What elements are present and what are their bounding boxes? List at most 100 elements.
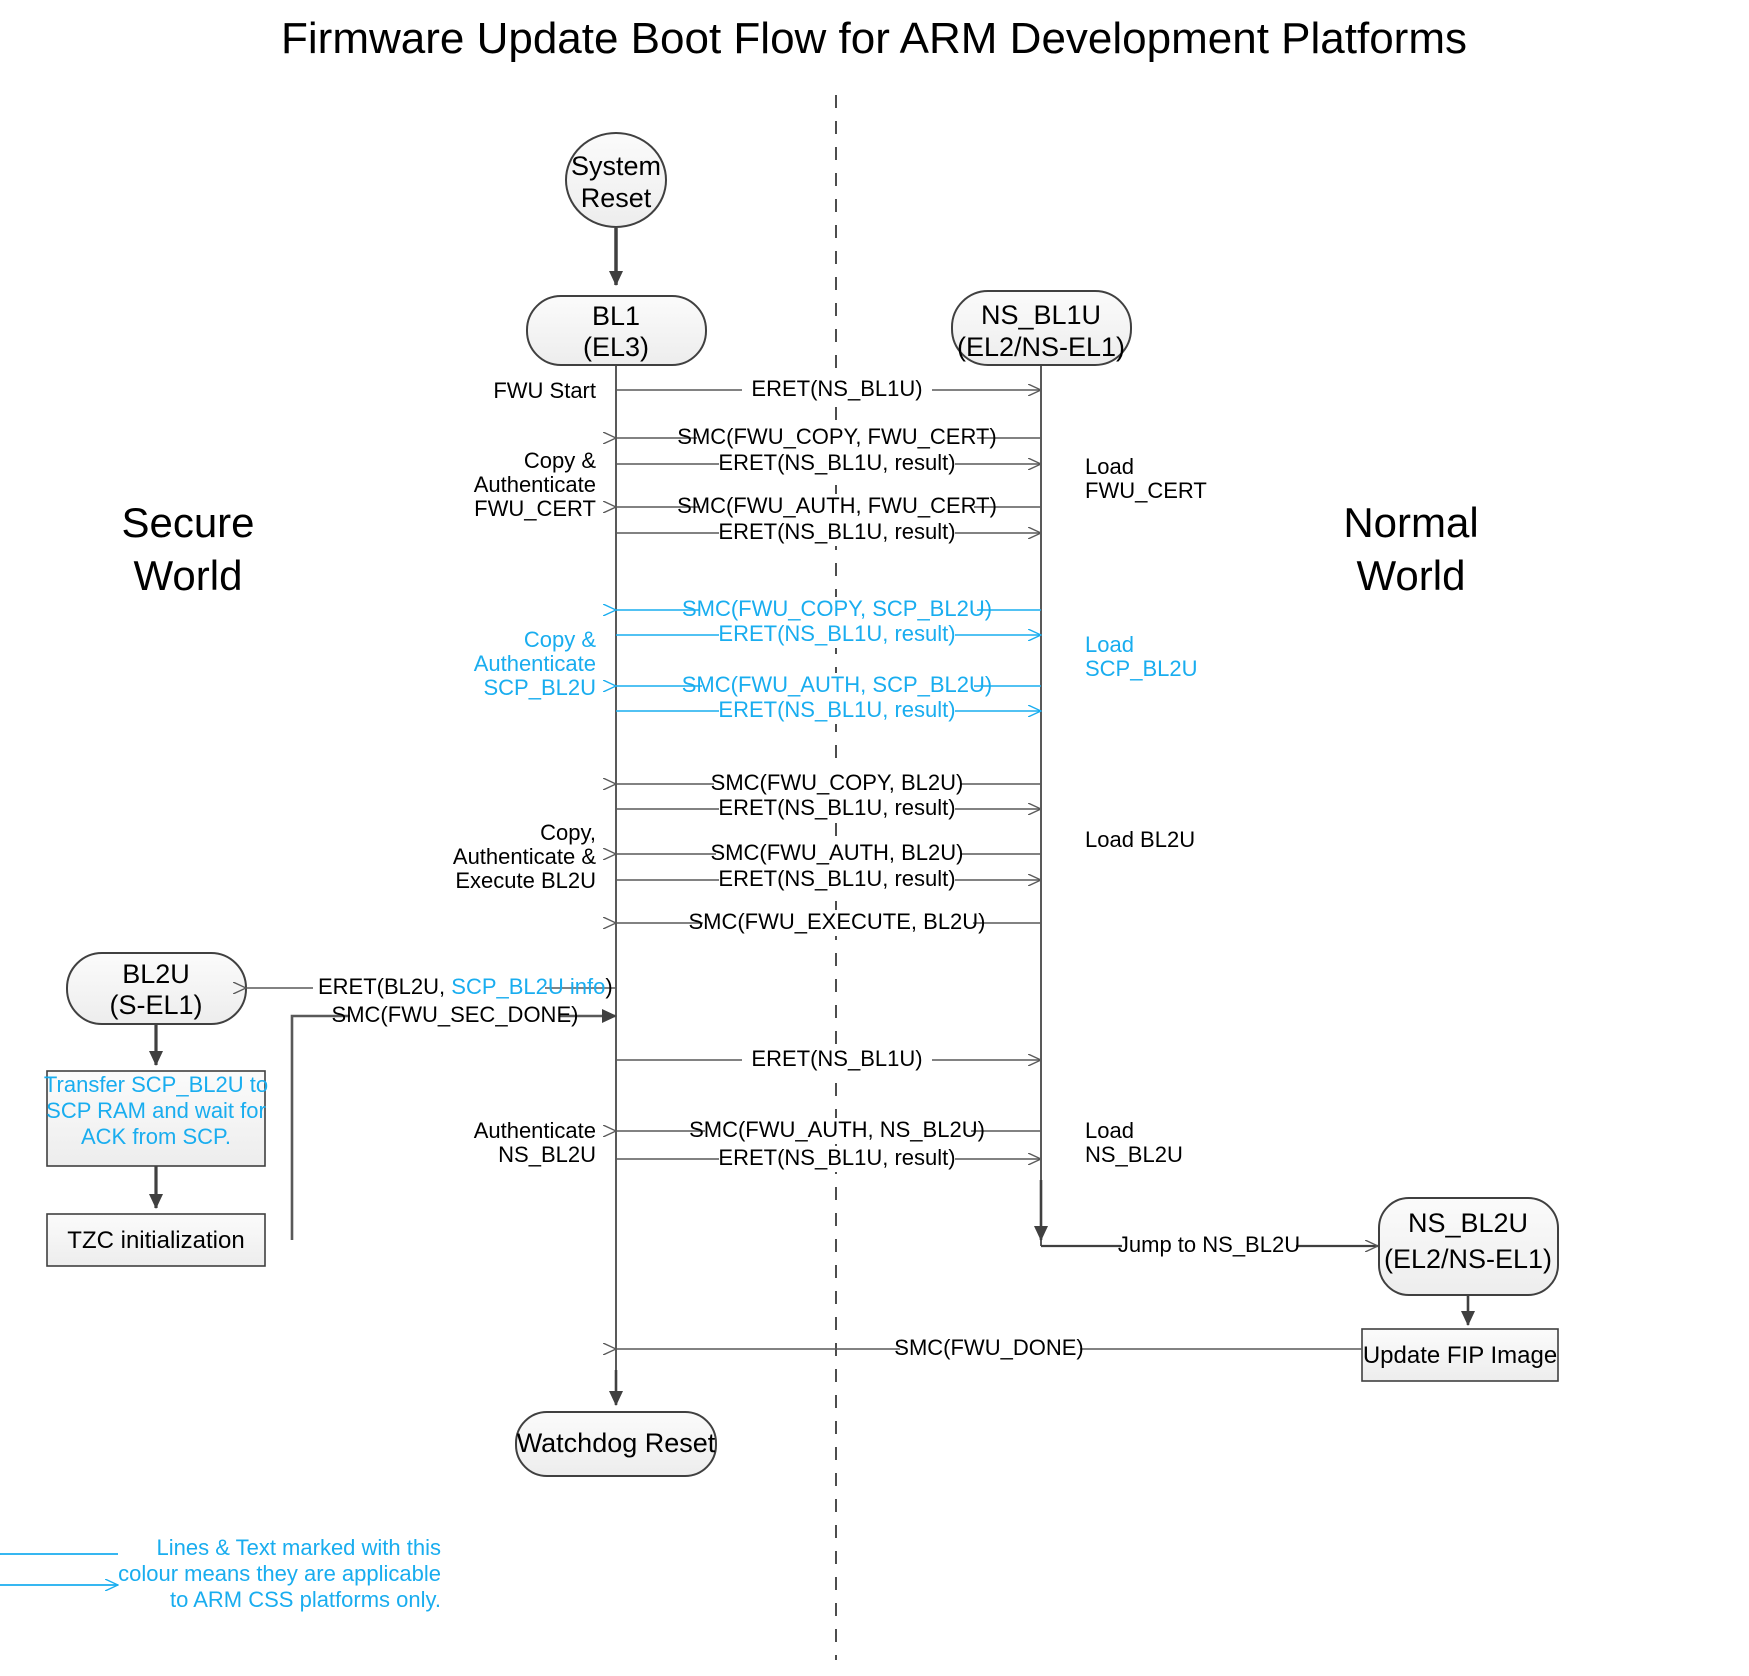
svg-text:to ARM CSS platforms only.: to ARM CSS platforms only. (170, 1587, 441, 1612)
legend-text: Lines & Text marked with this colour mea… (118, 1535, 441, 1612)
message-eret-bl2u: ERET(BL2U, SCP_BL2U info) (246, 974, 616, 1001)
node-bl1 (526, 295, 707, 366)
svg-text:Load: Load (1085, 632, 1134, 657)
svg-text:ERET(NS_BL1U): ERET(NS_BL1U) (751, 376, 922, 401)
svg-text:Load BL2U: Load BL2U (1085, 827, 1195, 852)
side-label-s2: Copy & Authenticate FWU_CERT (474, 448, 597, 521)
node-bl1-line1: BL1 (592, 301, 640, 331)
svg-text:SMC(FWU_COPY, BL2U): SMC(FWU_COPY, BL2U) (711, 770, 964, 795)
message-m6: SMC(FWU_COPY, SCP_BL2U) (616, 596, 1041, 623)
node-system-reset (565, 132, 667, 228)
box-transfer-scp-bl2u (46, 1070, 266, 1167)
legend-arrows (0, 1554, 118, 1585)
message-m1: ERET(NS_BL1U) (616, 376, 1041, 403)
transfer-box-line1: Transfer SCP_BL2U to (44, 1072, 268, 1097)
svg-text:ERET(NS_BL1U, result): ERET(NS_BL1U, result) (718, 450, 955, 475)
message-m10: SMC(FWU_COPY, BL2U) (616, 770, 1041, 797)
svg-text:SMC(FWU_AUTH, SCP_BL2U): SMC(FWU_AUTH, SCP_BL2U) (682, 672, 992, 697)
message-m15: ERET(NS_BL1U) (616, 1046, 1041, 1073)
message-m7: ERET(NS_BL1U, result) (616, 621, 1041, 648)
svg-text:ERET(NS_BL1U, result): ERET(NS_BL1U, result) (718, 866, 955, 891)
message-m8: SMC(FWU_AUTH, SCP_BL2U) (616, 672, 1041, 699)
side-label-r2: Load SCP_BL2U (1085, 632, 1198, 681)
svg-text:Secure: Secure (121, 499, 254, 546)
box-tzc-initialization (46, 1213, 266, 1267)
side-label-r3: Load BL2U (1085, 827, 1195, 852)
eret-bl2u-prefix: ERET(BL2U, (318, 974, 451, 999)
node-ns-bl1u-line2: (EL2/NS-EL1) (957, 332, 1125, 362)
message-m2: SMC(FWU_COPY, FWU_CERT) (616, 424, 1041, 451)
svg-text:SCP_BL2U: SCP_BL2U (483, 675, 596, 700)
svg-text:SMC(FWU_AUTH, FWU_CERT): SMC(FWU_AUTH, FWU_CERT) (677, 493, 997, 518)
svg-text:Lines & Text marked with this: Lines & Text marked with this (157, 1535, 442, 1560)
svg-text:Copy,: Copy, (540, 820, 596, 845)
svg-text:ERET(BL2U, SCP_BL2U info): ERET(BL2U, SCP_BL2U info) (318, 974, 613, 999)
svg-text:Authenticate &: Authenticate & (453, 844, 596, 869)
node-watchdog-reset-label: Watchdog Reset (517, 1428, 716, 1458)
update-fip-box-label: Update FIP Image (1363, 1342, 1557, 1369)
node-system-reset-line2: Reset (581, 183, 652, 213)
node-bl2u-line2: (S-EL1) (109, 990, 202, 1020)
secure-world-label: Secure World (121, 499, 254, 599)
message-m5: ERET(NS_BL1U, result) (616, 519, 1041, 546)
svg-text:Authenticate: Authenticate (474, 472, 596, 497)
svg-text:FWU_CERT: FWU_CERT (474, 496, 596, 521)
svg-text:Normal: Normal (1343, 499, 1478, 546)
node-bl2u-line1: BL2U (122, 959, 190, 989)
node-ns-bl2u-line1: NS_BL2U (1408, 1208, 1528, 1238)
side-label-s1: FWU Start (493, 378, 596, 403)
svg-text:ERET(NS_BL1U, result): ERET(NS_BL1U, result) (718, 697, 955, 722)
transfer-box-line3: ACK from SCP. (81, 1124, 231, 1149)
message-m14: SMC(FWU_EXECUTE, BL2U) (616, 909, 1041, 936)
svg-text:SMC(FWU_EXECUTE, BL2U): SMC(FWU_EXECUTE, BL2U) (688, 909, 985, 934)
svg-text:Authenticate: Authenticate (474, 651, 596, 676)
svg-text:FWU Start: FWU Start (493, 378, 596, 403)
node-ns-bl1u (951, 290, 1132, 366)
node-ns-bl2u-line2: (EL2/NS-EL1) (1384, 1244, 1552, 1274)
normal-world-label: Normal World (1343, 499, 1478, 599)
svg-text:Authenticate: Authenticate (474, 1118, 596, 1143)
svg-text:FWU_CERT: FWU_CERT (1085, 478, 1207, 503)
svg-text:Copy &: Copy & (524, 448, 596, 473)
node-bl1-line2: (EL3) (583, 332, 649, 362)
svg-text:ERET(NS_BL1U, result): ERET(NS_BL1U, result) (718, 1145, 955, 1170)
message-m3: ERET(NS_BL1U, result) (616, 450, 1041, 477)
svg-text:SMC(FWU_AUTH, BL2U): SMC(FWU_AUTH, BL2U) (710, 840, 963, 865)
svg-text:Jump to NS_BL2U: Jump to NS_BL2U (1118, 1232, 1300, 1257)
svg-text:ERET(NS_BL1U, result): ERET(NS_BL1U, result) (718, 795, 955, 820)
message-m12: SMC(FWU_AUTH, BL2U) (616, 840, 1041, 867)
message-smc-fwu-sec-done: SMC(FWU_SEC_DONE) (290, 1002, 617, 1240)
svg-text:NS_BL2U: NS_BL2U (498, 1142, 596, 1167)
eret-bl2u-css-part: SCP_BL2U info (451, 974, 605, 999)
message-jump-to-ns-bl2u: Jump to NS_BL2U (1041, 1232, 1378, 1259)
svg-text:Copy &: Copy & (524, 627, 596, 652)
svg-text:colour means they are applicab: colour means they are applicable (118, 1561, 441, 1586)
side-label-s5: Authenticate NS_BL2U (474, 1118, 596, 1167)
transfer-box-line2: SCP RAM and wait for (46, 1098, 266, 1123)
svg-text:SMC(FWU_SEC_DONE): SMC(FWU_SEC_DONE) (332, 1002, 579, 1027)
node-system-reset-line1: System (571, 151, 661, 181)
message-m16: SMC(FWU_AUTH, NS_BL2U) (616, 1117, 1041, 1144)
node-ns-bl1u-line1: NS_BL1U (981, 300, 1101, 330)
message-m17: ERET(NS_BL1U, result) (616, 1145, 1041, 1172)
svg-text:Load: Load (1085, 454, 1134, 479)
svg-text:SMC(FWU_COPY, SCP_BL2U): SMC(FWU_COPY, SCP_BL2U) (682, 596, 992, 621)
svg-text:SMC(FWU_DONE): SMC(FWU_DONE) (894, 1335, 1083, 1360)
svg-text:ERET(NS_BL1U): ERET(NS_BL1U) (751, 1046, 922, 1071)
svg-text:Load: Load (1085, 1118, 1134, 1143)
message-m4: SMC(FWU_AUTH, FWU_CERT) (616, 493, 1041, 520)
eret-bl2u-suffix: ) (605, 974, 612, 999)
box-update-fip-image (1361, 1328, 1559, 1382)
message-m13: ERET(NS_BL1U, result) (616, 866, 1041, 893)
svg-text:NS_BL2U: NS_BL2U (1085, 1142, 1183, 1167)
node-watchdog-reset (515, 1411, 717, 1477)
message-m11: ERET(NS_BL1U, result) (616, 795, 1041, 822)
side-label-r4: Load NS_BL2U (1085, 1118, 1183, 1167)
svg-text:SMC(FWU_AUTH, NS_BL2U): SMC(FWU_AUTH, NS_BL2U) (689, 1117, 985, 1142)
svg-text:Execute BL2U: Execute BL2U (455, 868, 596, 893)
message-m18: SMC(FWU_DONE) (616, 1335, 1362, 1362)
svg-text:World: World (1357, 552, 1466, 599)
svg-text:World: World (134, 552, 243, 599)
tzc-box-label: TZC initialization (67, 1227, 244, 1254)
